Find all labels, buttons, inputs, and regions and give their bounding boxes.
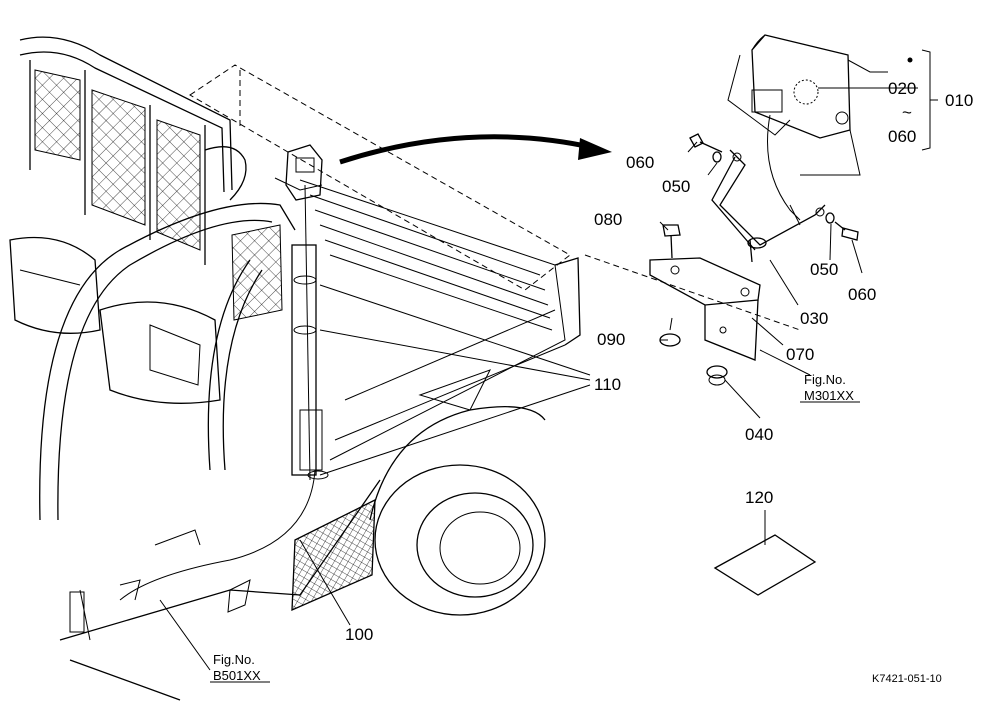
- callout-040: 040: [745, 425, 773, 444]
- bolt-060-right: [834, 221, 859, 241]
- callout-010: 010: [945, 91, 973, 110]
- callout-110: 110: [594, 375, 621, 394]
- callout-labels: 010 020 ~ 060 060 050 080 050 060 030 09…: [213, 79, 973, 685]
- callout-090: 090: [597, 330, 625, 349]
- callout-060-range: 060: [888, 127, 916, 146]
- callout-range-tilde: ~: [902, 103, 912, 122]
- callout-030: 030: [800, 309, 828, 328]
- callout-060-right: 060: [848, 285, 876, 304]
- callout-070: 070: [786, 345, 814, 364]
- roll-bar: [39, 146, 296, 521]
- callout-100: 100: [345, 625, 373, 644]
- rear-wheel: [369, 406, 546, 616]
- callout-050-right: 050: [810, 260, 838, 279]
- sheet-120: [713, 534, 817, 596]
- bolt-060-left: [689, 133, 723, 153]
- callout-050-left: 050: [662, 177, 690, 196]
- drawing-code: K7421-051-10: [872, 673, 942, 685]
- plate-070: [649, 257, 761, 361]
- hardware-parts: [584, 133, 859, 596]
- wiring-harness: [119, 469, 316, 601]
- callout-060-left: 060: [626, 153, 654, 172]
- washer-050-right: [825, 212, 835, 224]
- work-light-assembly: [711, 34, 861, 251]
- cab-rack: [19, 36, 283, 321]
- light-post: [291, 184, 329, 481]
- rear-body: [59, 479, 381, 701]
- callout-120: 120: [745, 488, 773, 507]
- fig-ref-m301-code: M301XX: [804, 388, 854, 403]
- cargo-bed: [189, 64, 581, 461]
- rear-grille: [291, 498, 376, 612]
- seats: [9, 236, 221, 404]
- washer-050-left: [712, 151, 722, 163]
- fig-ref-b501-prefix: Fig.No.: [213, 652, 255, 667]
- callout-020: 020: [888, 79, 916, 98]
- bolt-080: [662, 224, 681, 259]
- fig-ref-m301-prefix: Fig.No.: [804, 372, 846, 387]
- vehicle-illustration: [9, 36, 581, 701]
- fig-ref-b501-code: B501XX: [213, 668, 261, 683]
- callout-080: 080: [594, 210, 622, 229]
- mounted-work-light: [274, 144, 323, 201]
- grommet-040: [706, 365, 728, 386]
- detail-arrow: [339, 134, 612, 165]
- leader-lines: [159, 49, 938, 683]
